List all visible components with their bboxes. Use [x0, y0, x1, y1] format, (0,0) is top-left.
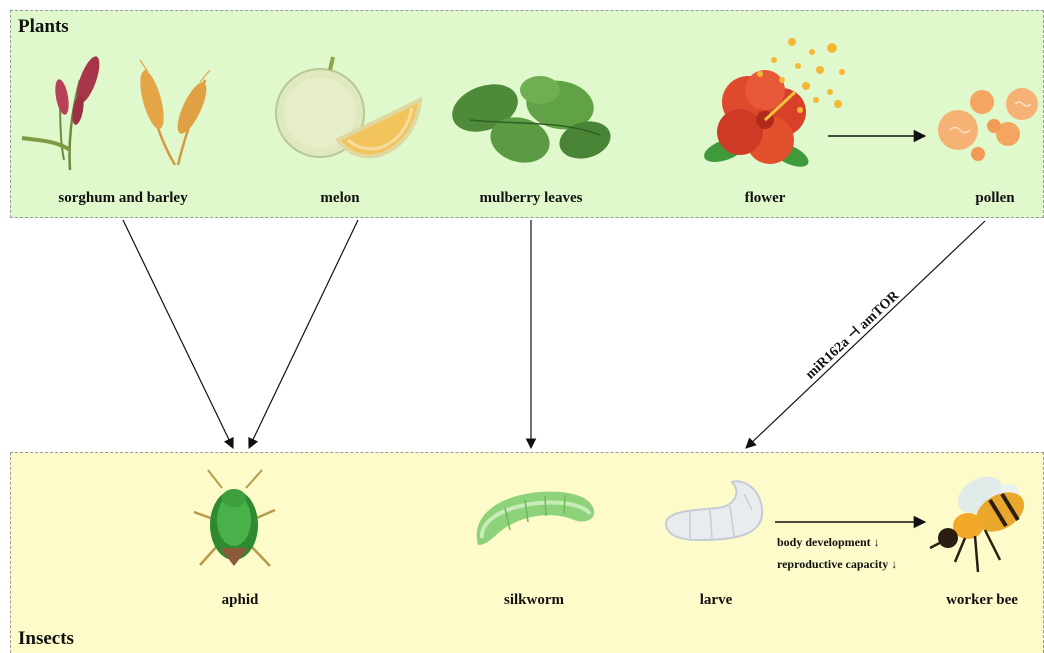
effect-reproductive-capacity: reproductive capacity ↓ — [777, 557, 897, 572]
arrow-pollen-to-larve — [746, 221, 985, 448]
label-pollen: pollen — [975, 190, 1014, 207]
label-aphid: aphid — [222, 592, 259, 609]
label-larve: larve — [700, 592, 732, 609]
effect-body-development: body development ↓ — [777, 535, 880, 550]
edge-label-mirna-amtor: miR162a ⊣ amTOR — [803, 288, 903, 383]
arrow-melon-to-aphid — [249, 220, 358, 448]
arrow-sorghum-to-aphid — [123, 220, 233, 448]
label-melon: melon — [320, 190, 359, 207]
label-sorghum-and-barley: sorghum and barley — [58, 190, 187, 207]
label-mulberry-leaves: mulberry leaves — [480, 190, 583, 207]
label-silkworm: silkworm — [504, 592, 564, 609]
label-worker-bee: worker bee — [946, 592, 1018, 609]
label-flower: flower — [745, 190, 786, 207]
